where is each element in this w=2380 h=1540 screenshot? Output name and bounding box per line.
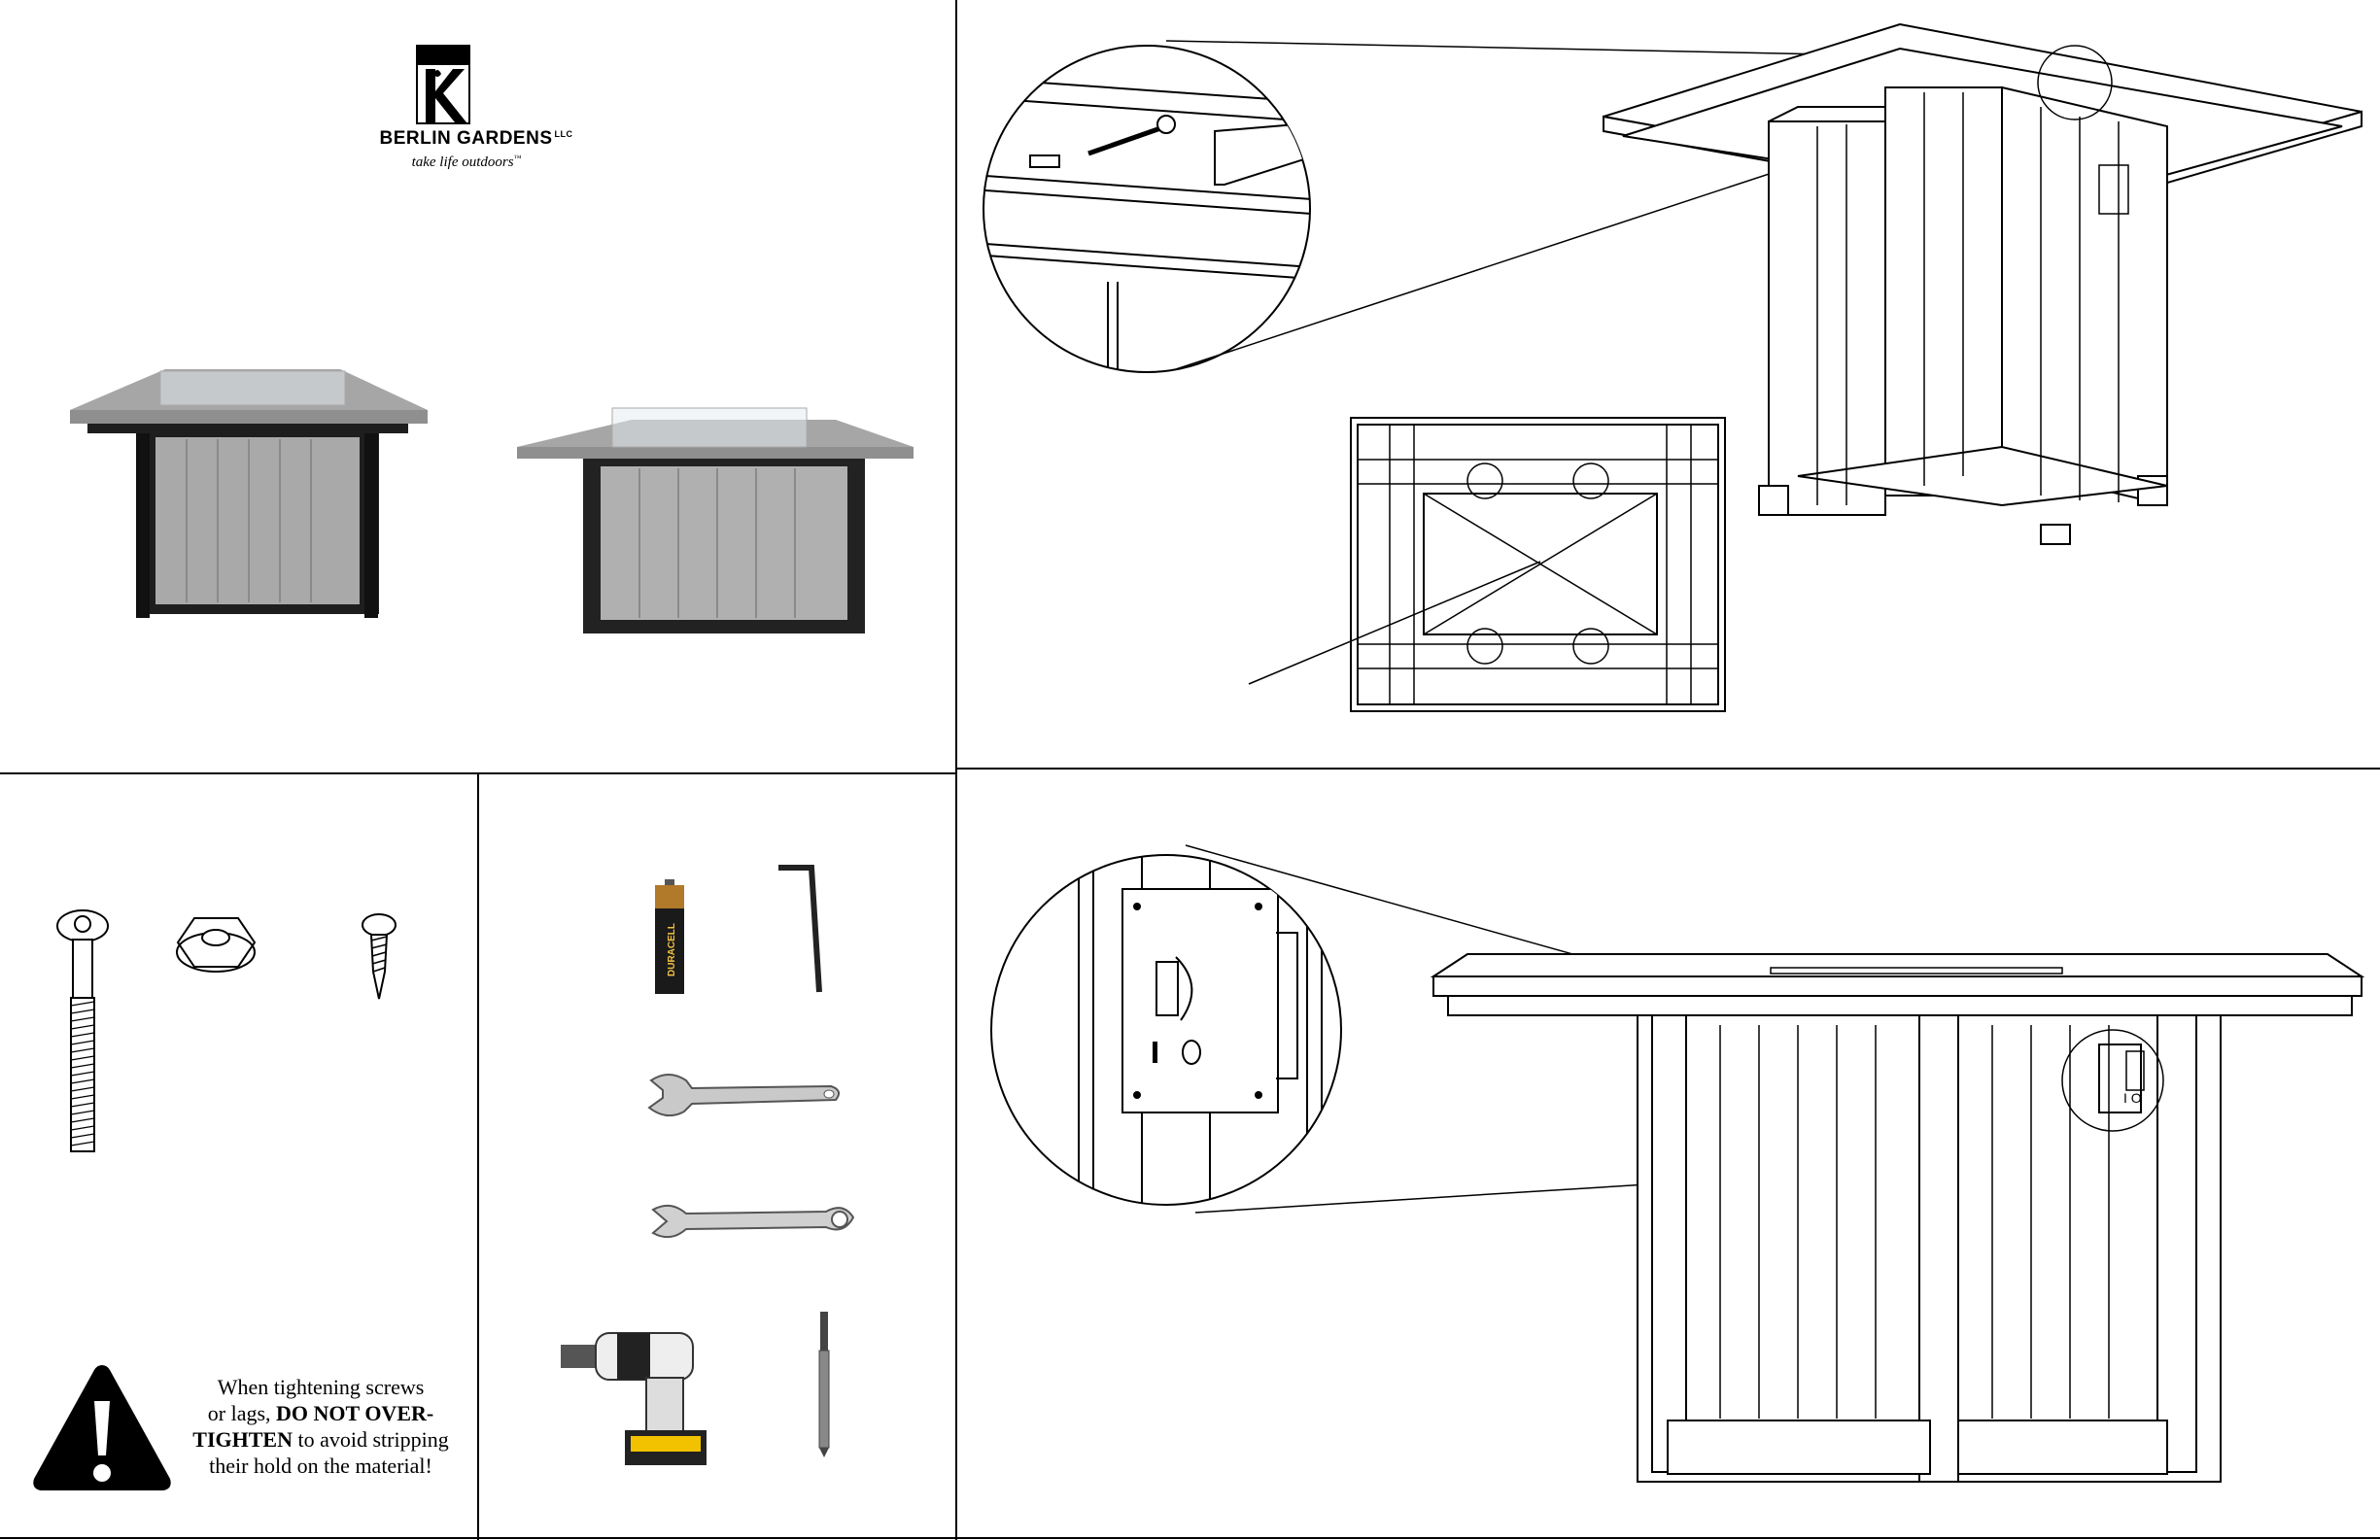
driver-bit-icon (814, 1312, 834, 1457)
brand-tagline-text: take life outdoors (412, 154, 514, 170)
warning-line-2-pre: or lags, (208, 1401, 271, 1425)
fire-table-photo-1 (58, 369, 437, 632)
brand-llc: LLC (555, 129, 573, 139)
brand-logo-icon (416, 45, 470, 124)
hex-key-icon (773, 860, 831, 996)
divider-horizontal-right (957, 768, 2380, 770)
warning-line-2-bold: DO NOT OVER- (276, 1401, 433, 1425)
warning-line-4: their hold on the material! (209, 1454, 432, 1478)
warning-line-1: When tightening screws (218, 1375, 425, 1399)
warning-triangle-icon (29, 1360, 175, 1496)
combination-wrench-icon (651, 1200, 855, 1244)
adjustable-wrench-icon (641, 1069, 845, 1122)
bolt-icon (53, 908, 112, 1161)
brand-tm: ™ (514, 154, 522, 162)
fire-table-assembled-drawing: I O (1429, 952, 2376, 1496)
battery-label: DURACELL (667, 923, 677, 976)
switch-label: I O (2123, 1090, 2142, 1106)
divider-bottom (0, 1537, 2380, 1539)
brand-tagline: take life outdoors™ (369, 154, 564, 171)
screw-icon (360, 913, 398, 1001)
warning-line-3-bold: TIGHTEN (192, 1427, 293, 1452)
frame-top-view-drawing (1249, 416, 1735, 717)
divider-vertical-center (955, 0, 957, 1540)
warning-text: When tightening screws or lags, DO NOT O… (185, 1374, 457, 1479)
divider-vertical-lower-left (477, 774, 479, 1540)
fire-table-photo-2 (515, 408, 923, 632)
cordless-drill-icon (559, 1321, 719, 1467)
warning-line-3-post: to avoid stripping (297, 1427, 448, 1452)
nut-icon (175, 913, 258, 981)
battery-icon: DURACELL (653, 879, 686, 996)
brand-name-text: BERLIN GARDENS (379, 128, 552, 149)
